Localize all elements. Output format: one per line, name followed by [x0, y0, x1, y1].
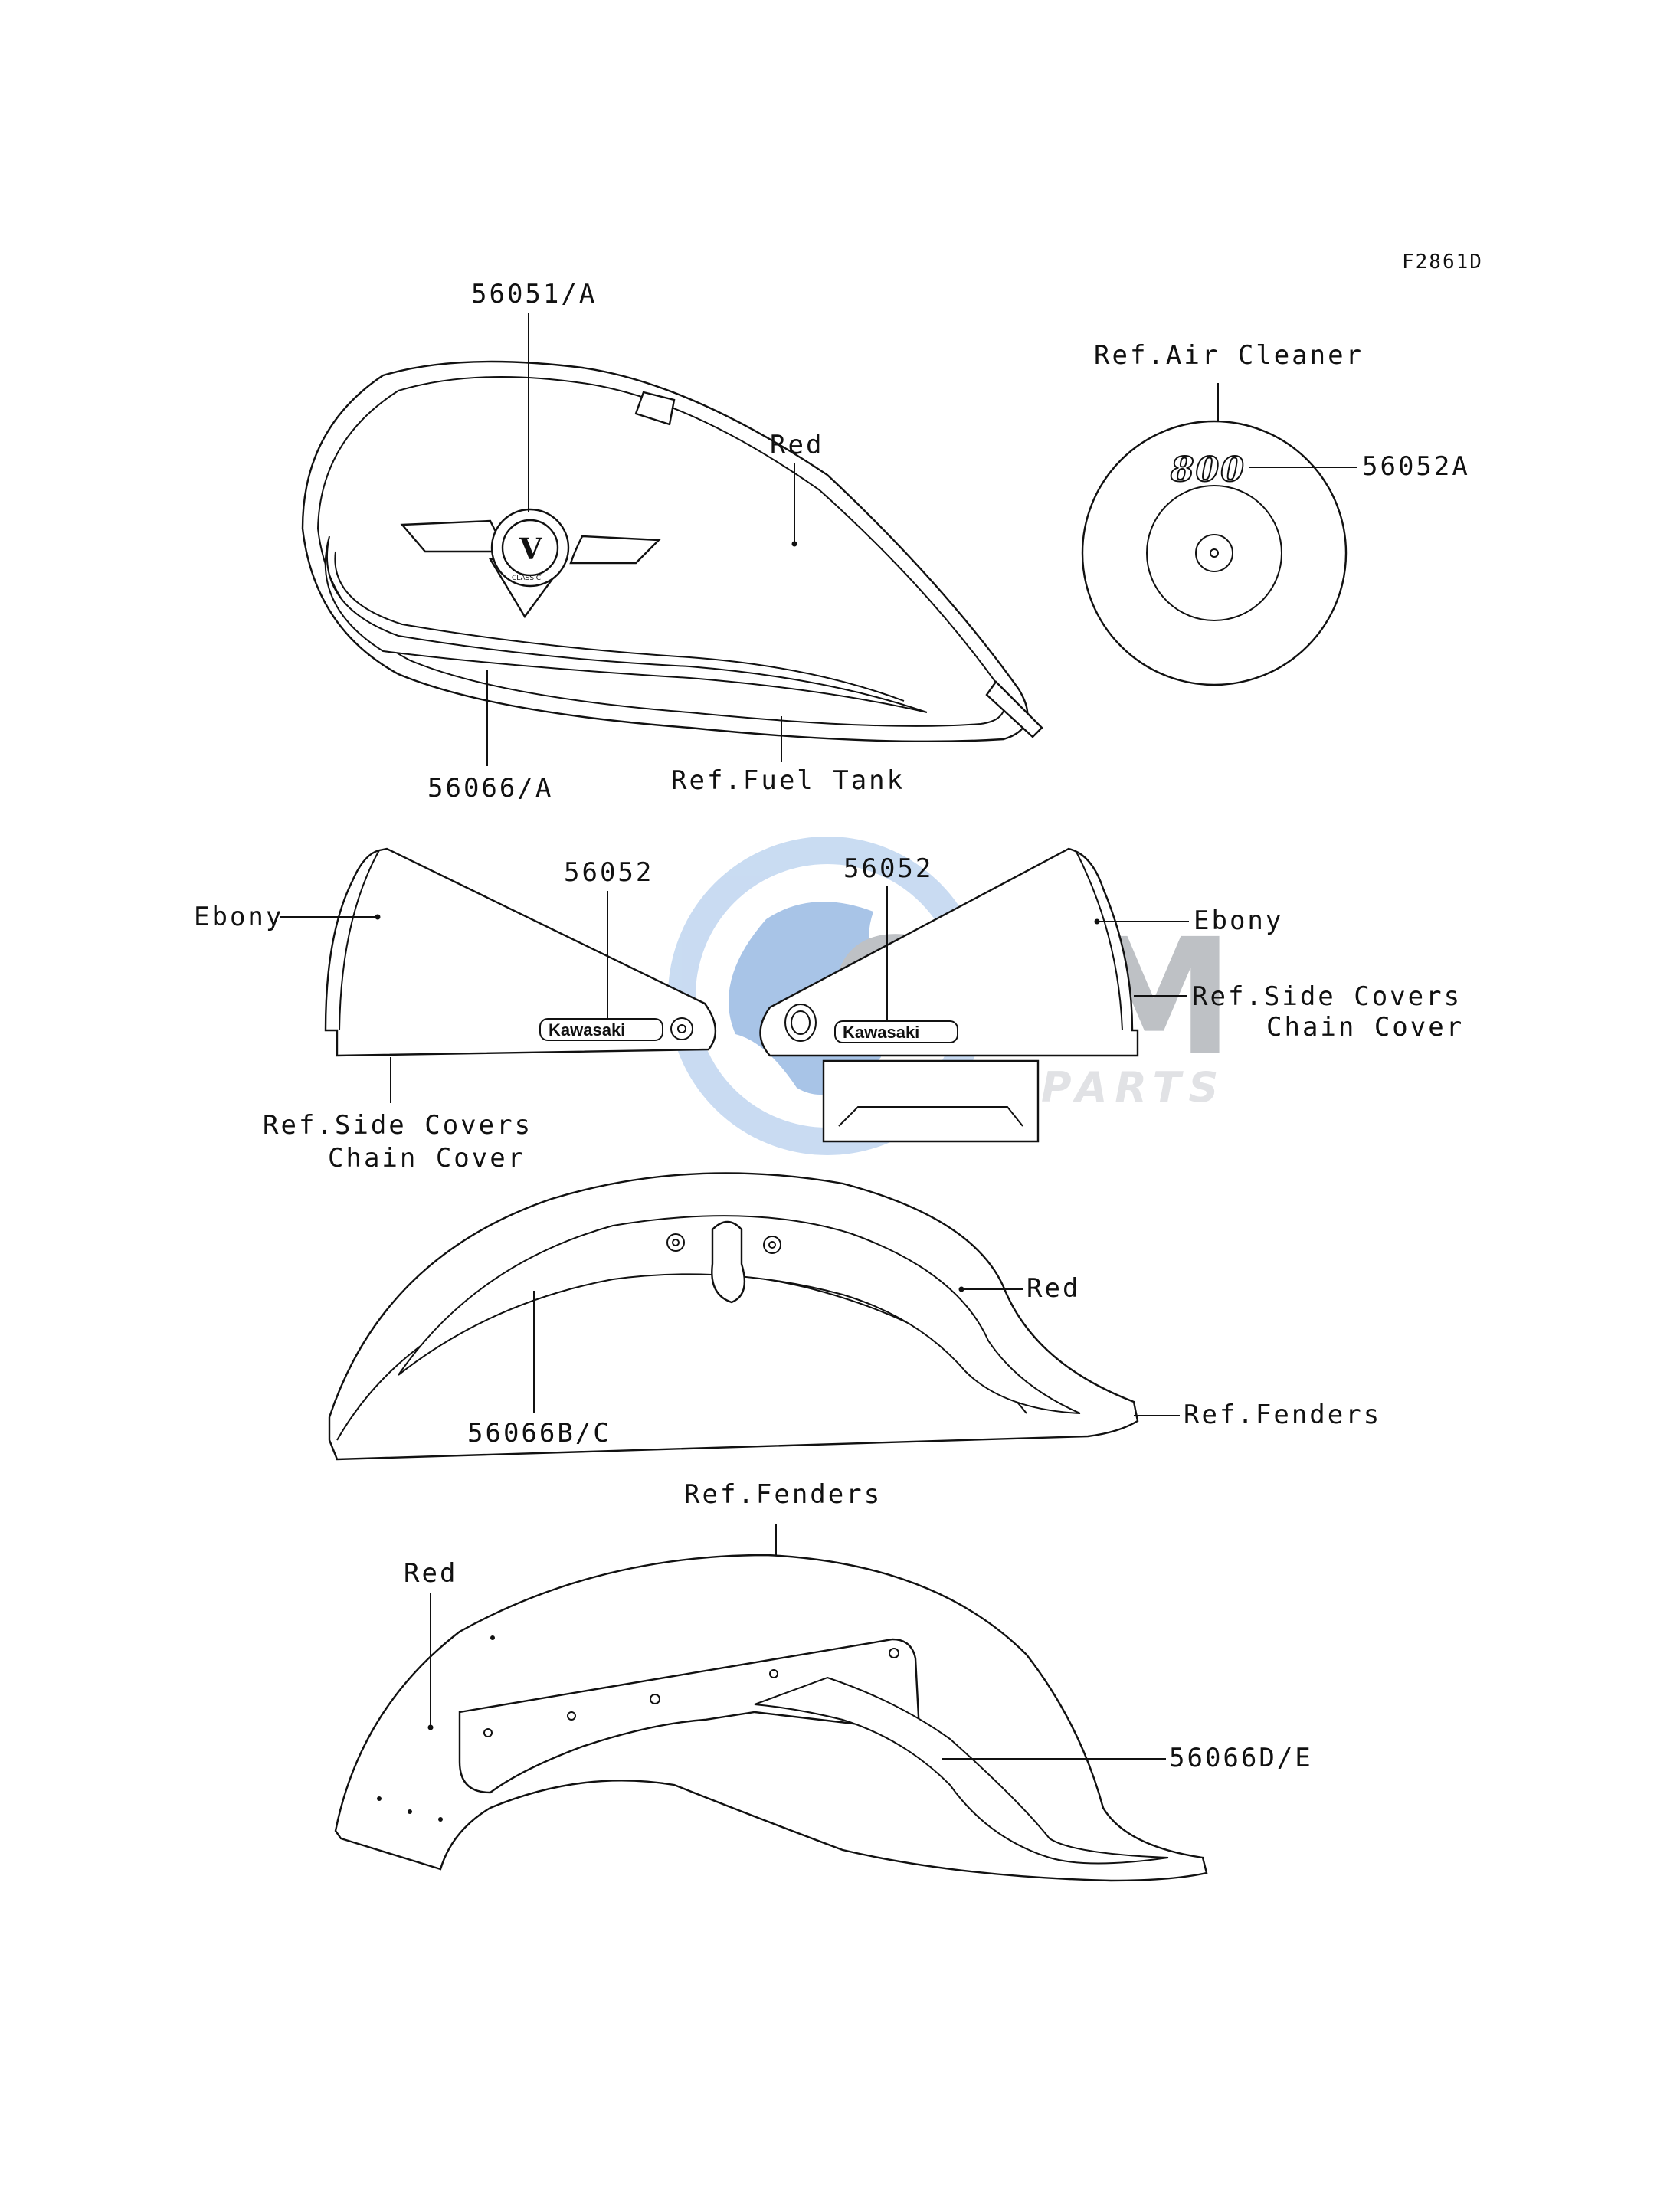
air-cleaner: 800 Ref.Air Cleaner 56052A	[1081, 340, 1470, 686]
label-right-cover-ref-2: Chain Cover	[1266, 1012, 1464, 1043]
tank-wing-emblem: V CLASSIC	[400, 508, 661, 619]
figure-code: F2861D	[1402, 250, 1483, 273]
left-cover-brand-badge	[539, 1018, 663, 1041]
emblem-letter: V	[519, 532, 543, 566]
label-air-cleaner-ref: Ref.Air Cleaner	[1094, 340, 1364, 371]
air-cleaner-inner-ring	[1146, 485, 1282, 621]
rear-fender-bracket	[458, 1638, 921, 1794]
fuel-tank-stripe	[324, 535, 928, 713]
rear-fender-hole-4	[769, 1669, 778, 1678]
label-right-cover-ref-1: Ref.Side Covers	[1192, 981, 1462, 1012]
rear-fender-dot-3	[408, 1809, 412, 1814]
front-fender-bolt-left	[666, 1233, 685, 1252]
front-fender-body	[328, 1172, 1139, 1461]
label-tank-ref: Ref.Fuel Tank	[671, 765, 905, 796]
air-cleaner-cover	[1081, 420, 1348, 686]
fuel-tank: V CLASSIC 56051/A Red 56066/A Ref.Fuel T…	[301, 279, 1043, 804]
front-fender-bolt-right	[763, 1236, 781, 1254]
dot-front-fender-color	[958, 1286, 964, 1292]
air-cleaner-bolt	[1210, 548, 1219, 558]
left-cover-brand: Kawasaki	[549, 1020, 625, 1040]
right-cover-grommet	[784, 1004, 817, 1042]
rear-fender-dot-4	[438, 1817, 443, 1822]
dot-tank-color	[791, 541, 797, 547]
label-front-fender-color: Red	[1027, 1273, 1080, 1304]
label-rear-fender-stripe: 56066D/E	[1169, 1743, 1313, 1773]
dot-left-cover-color	[375, 914, 381, 920]
label-rear-fender-ref: Ref.Fenders	[684, 1479, 882, 1510]
left-cover-grommet	[670, 1017, 693, 1040]
label-tank-emblem: 56051/A	[471, 279, 597, 309]
rear-fender-hole-2	[567, 1711, 576, 1721]
wing-right	[569, 535, 661, 565]
fuel-tank-body	[301, 360, 1029, 743]
left-side-cover-edge	[339, 850, 380, 1031]
label-front-fender-stripe: 56066B/C	[467, 1418, 611, 1449]
front-fender: Red Ref.Fenders 56066B/C	[328, 1172, 1381, 1461]
label-tank-stripe: 56066/A	[427, 773, 553, 804]
right-side-cover-edge	[1076, 851, 1123, 1031]
label-left-cover-ref-2: Chain Cover	[328, 1143, 526, 1174]
label-left-cover-emblem: 56052	[564, 857, 653, 888]
left-side-cover-body	[324, 847, 717, 1057]
fuel-tank-stripe-inner	[334, 551, 905, 702]
right-cover-grommet-hole	[791, 1010, 811, 1035]
label-rear-fender-color: Red	[404, 1558, 457, 1589]
chain-cover-tab	[822, 1059, 1040, 1143]
label-left-cover-ref-1: Ref.Side Covers	[263, 1110, 532, 1141]
label-right-cover-color: Ebony	[1194, 905, 1283, 936]
rear-fender-stripe	[754, 1676, 1169, 1865]
left-side-cover: Kawasaki 56052 Ebony Ref.Side Covers Cha…	[194, 847, 717, 1174]
front-fender-mount	[711, 1220, 745, 1304]
fuel-tank-rear-tab	[985, 680, 1043, 738]
front-fender-stripe	[398, 1215, 1081, 1414]
right-side-cover-body	[759, 847, 1139, 1057]
rear-fender-hole-5	[889, 1648, 899, 1658]
rear-fender-dot-2	[377, 1796, 382, 1801]
right-cover-brand-badge	[834, 1020, 958, 1043]
emblem-word: CLASSIC	[512, 575, 541, 582]
right-cover-brand: Kawasaki	[843, 1023, 919, 1042]
label-right-cover-emblem: 56052	[843, 853, 933, 884]
rear-fender-dot-1	[490, 1635, 495, 1640]
front-fender-bolt-left-hole	[672, 1239, 680, 1246]
dot-right-cover-color	[1094, 918, 1100, 925]
air-cleaner-emblem: 800	[1170, 450, 1246, 489]
emblem-disc-inner	[501, 519, 559, 577]
rear-fender-hole-3	[650, 1694, 660, 1704]
label-left-cover-color: Ebony	[194, 902, 283, 932]
rear-fender-hole-1	[483, 1728, 493, 1737]
right-side-cover: Kawasaki 56052 Ebony Ref.Side Covers Cha…	[759, 847, 1464, 1143]
label-air-cleaner-emblem: 56052A	[1362, 451, 1470, 482]
left-cover-grommet-hole	[677, 1024, 686, 1033]
front-fender-bolt-right-hole	[768, 1241, 776, 1249]
dot-rear-fender-color	[427, 1724, 434, 1730]
chain-cover-tab-inner	[838, 1106, 1023, 1127]
fuel-tank-filler-cap	[634, 391, 676, 426]
rear-fender: Ref.Fenders Red 56066D/E	[334, 1479, 1313, 1882]
label-front-fender-ref: Ref.Fenders	[1184, 1400, 1381, 1430]
label-tank-color: Red	[770, 430, 824, 460]
air-cleaner-hub	[1195, 534, 1233, 572]
